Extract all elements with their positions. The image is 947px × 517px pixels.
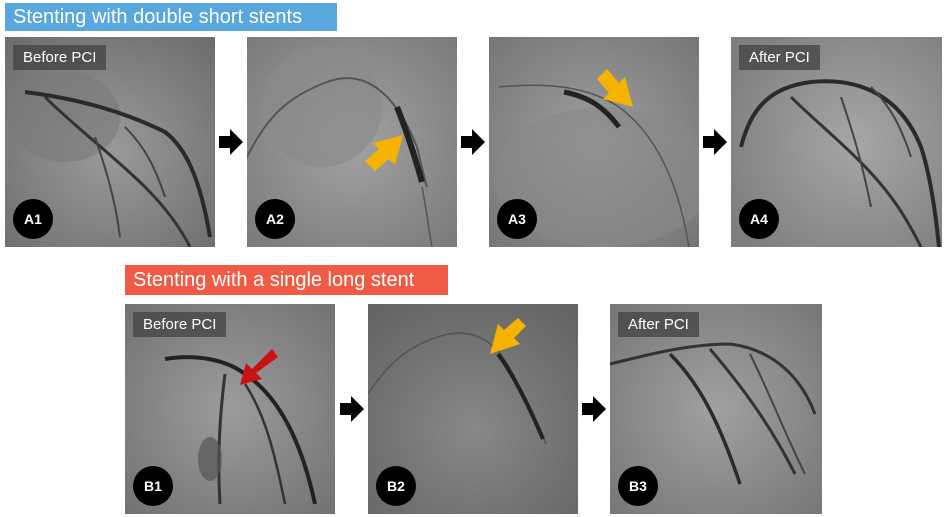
panel-label-a1: Before PCI <box>13 45 107 70</box>
row-a-title: Stenting with double short stents <box>5 3 337 31</box>
panel-badge-a1: A1 <box>13 199 53 239</box>
angiogram-image-a2 <box>247 37 457 247</box>
red-pointer-icon <box>240 349 278 385</box>
angiogram-panel-a4: After PCI A4 <box>731 37 942 247</box>
angiogram-panel-a3: A3 <box>489 37 699 247</box>
panel-badge-a3: A3 <box>497 199 537 239</box>
row-b-title: Stenting with a single long stent <box>125 265 448 295</box>
angiogram-panel-a2: A2 <box>247 37 457 247</box>
panel-label-b3: After PCI <box>618 312 699 337</box>
yellow-pointer-icon <box>597 69 633 107</box>
panel-badge-b2: B2 <box>376 466 416 506</box>
panel-label-b1: Before PCI <box>133 312 227 337</box>
angiogram-panel-b3: After PCI B3 <box>610 304 822 514</box>
angiogram-image-a3 <box>489 37 699 247</box>
angiogram-panel-b1: Before PCI B1 <box>125 304 335 514</box>
flow-arrow-icon <box>340 396 364 422</box>
panel-badge-a4: A4 <box>739 199 779 239</box>
flow-arrow-icon <box>461 129 485 155</box>
flow-arrow-icon <box>582 396 606 422</box>
panel-badge-a2: A2 <box>255 199 295 239</box>
panel-label-a4: After PCI <box>739 45 820 70</box>
angiogram-panel-a1: Before PCI A1 <box>5 37 215 247</box>
yellow-pointer-icon <box>365 135 403 171</box>
panel-badge-b1: B1 <box>133 466 173 506</box>
yellow-pointer-icon <box>490 318 526 354</box>
flow-arrow-icon <box>703 129 727 155</box>
angiogram-panel-b2: B2 <box>368 304 578 514</box>
flow-arrow-icon <box>219 129 243 155</box>
panel-badge-b3: B3 <box>618 466 658 506</box>
